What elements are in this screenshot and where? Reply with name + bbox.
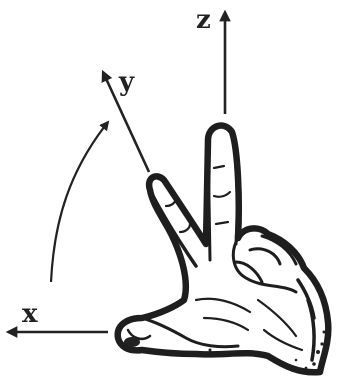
y-axis-label: y: [118, 67, 135, 97]
z-axis-label: z: [196, 5, 211, 35]
x-axis-label: x: [22, 299, 38, 329]
curved-rotation-arrow-icon: [51, 122, 108, 282]
right-hand-rule-hand-icon: [118, 126, 329, 373]
middle-finger: [208, 140, 210, 260]
